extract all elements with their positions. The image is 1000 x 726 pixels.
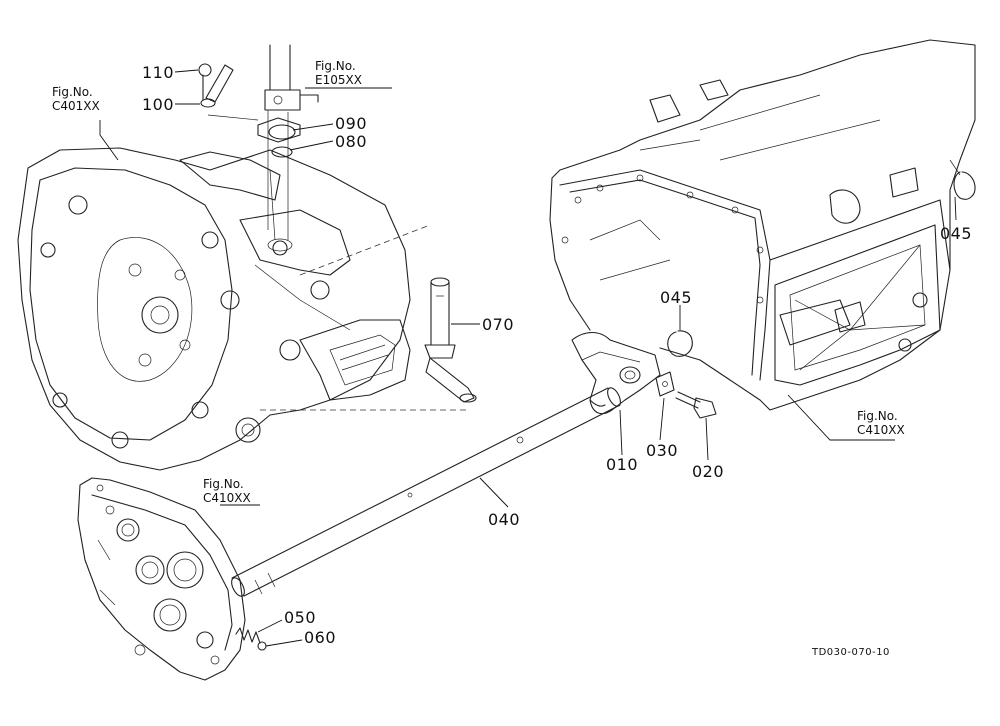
ball-060 xyxy=(257,641,267,651)
part-number-020: 020 xyxy=(692,462,725,481)
part-number-045-right: 045 xyxy=(940,224,973,243)
shift-rod-070 xyxy=(424,277,477,403)
part-number-040: 040 xyxy=(488,510,521,529)
part-number-045-center: 045 xyxy=(660,288,693,307)
part-number-110: 110 xyxy=(142,63,175,82)
figure-ref-code: E105XX xyxy=(315,73,362,87)
figure-ref-label: Fig.No. xyxy=(857,409,898,423)
bolt-020 xyxy=(675,391,717,419)
figure-ref-code: C410XX xyxy=(203,491,251,505)
shift-lever-assembly xyxy=(198,44,319,252)
circlip-045-center xyxy=(667,330,693,357)
spring-050 xyxy=(235,627,261,644)
shift-shaft-040 xyxy=(231,387,621,597)
figure-ref-e105xx: Fig.No. E105XX xyxy=(315,59,362,87)
lock-plate-030 xyxy=(655,371,675,397)
cover-plate xyxy=(77,477,246,681)
part-number-090: 090 xyxy=(335,114,368,133)
part-number-100: 100 xyxy=(142,95,175,114)
part-number-010: 010 xyxy=(606,455,639,474)
part-number-080: 080 xyxy=(335,132,368,151)
figure-ref-code: C410XX xyxy=(857,423,905,437)
figure-ref-c410xx-right: Fig.No. C410XX xyxy=(857,409,905,437)
drawing-code: TD030-070-10 xyxy=(812,647,890,658)
figure-ref-code: C401XX xyxy=(52,99,100,113)
part-number-030: 030 xyxy=(646,441,679,460)
transmission-case xyxy=(549,39,976,411)
part-number-070: 070 xyxy=(482,315,515,334)
shift-fork-010 xyxy=(571,331,661,415)
figure-ref-c401xx: Fig.No. C401XX xyxy=(52,85,100,113)
figure-ref-label: Fig.No. xyxy=(203,477,244,491)
figure-ref-c410xx-left: Fig.No. C410XX xyxy=(203,477,251,505)
circlip-045-right xyxy=(953,171,976,200)
figure-ref-label: Fig.No. xyxy=(315,59,356,73)
clutch-housing xyxy=(17,147,470,471)
part-number-060: 060 xyxy=(304,628,337,647)
leader-lines xyxy=(99,69,957,647)
part-number-050: 050 xyxy=(284,608,317,627)
figure-ref-label: Fig.No. xyxy=(52,85,93,99)
